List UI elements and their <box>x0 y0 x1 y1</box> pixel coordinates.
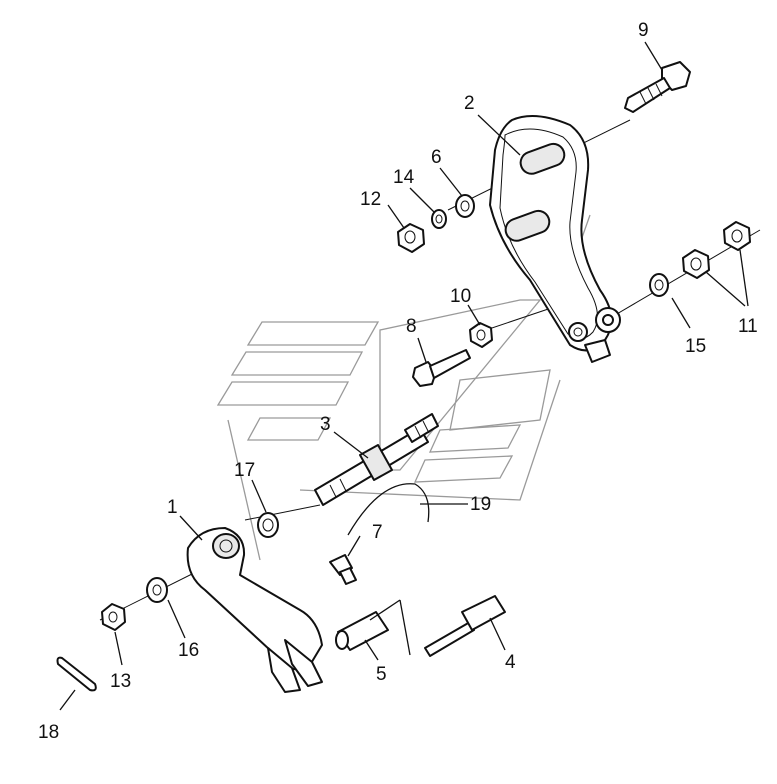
leader-lines <box>59 41 749 711</box>
part-4-pin <box>424 595 506 657</box>
part-16-washer <box>146 577 168 603</box>
part-6-washer <box>455 194 475 218</box>
callout-8: 8 <box>406 316 417 337</box>
callout-1: 1 <box>167 497 178 518</box>
callout-labels: 9 2 6 14 12 10 8 3 17 19 7 1 16 13 18 5 … <box>38 20 758 743</box>
part-5-bushing <box>335 611 389 651</box>
part-2-bracket <box>489 115 621 363</box>
callout-3: 3 <box>320 414 331 435</box>
part-17-washer <box>257 512 279 538</box>
callout-14: 14 <box>393 167 415 188</box>
watermark-logo <box>216 214 591 561</box>
callout-19: 19 <box>470 494 491 515</box>
callout-18: 18 <box>38 722 59 743</box>
callout-2: 2 <box>464 93 475 114</box>
callout-10: 10 <box>450 286 471 307</box>
callout-17: 17 <box>234 460 255 481</box>
callout-5: 5 <box>376 664 387 685</box>
part-9-bolt <box>624 61 691 113</box>
callout-15: 15 <box>685 336 706 357</box>
part-8-bolt <box>412 349 471 387</box>
part-10-nut <box>469 322 493 348</box>
part-12-nut <box>397 223 425 253</box>
part-15-washer <box>649 273 669 297</box>
part-11-nuts <box>682 221 751 279</box>
callout-13: 13 <box>110 671 131 692</box>
callout-4: 4 <box>505 652 516 673</box>
part-7-clip <box>329 554 357 585</box>
part-14-washer <box>431 209 447 229</box>
callout-12: 12 <box>360 189 381 210</box>
callout-9: 9 <box>638 20 649 41</box>
callout-11: 11 <box>738 316 758 337</box>
callout-6: 6 <box>431 147 442 168</box>
part-1-lever <box>186 527 323 693</box>
callout-7: 7 <box>372 522 383 543</box>
part-19-wire <box>347 483 430 536</box>
part-13-castle-nut <box>101 603 126 631</box>
part-3-shaft <box>314 413 439 506</box>
part-18-cotter-pin <box>56 656 97 692</box>
callout-16: 16 <box>178 640 199 661</box>
